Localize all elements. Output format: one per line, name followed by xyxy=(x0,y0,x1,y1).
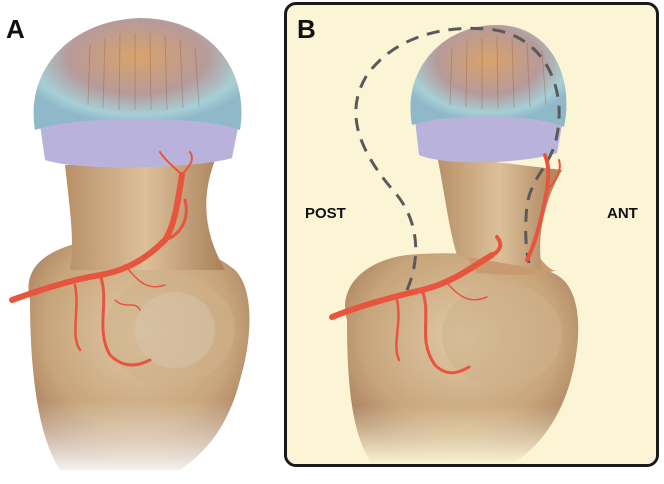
panel-a-letter: A xyxy=(6,14,25,44)
femoral-neck-shape-b xyxy=(437,155,562,270)
physis-band xyxy=(40,115,238,168)
retinacular-vessels-b xyxy=(329,153,561,375)
femoral-neck-shape xyxy=(65,160,225,270)
panel-b: POST ANT xyxy=(284,2,659,467)
original-head-dashed-outline xyxy=(354,26,561,291)
panel-a xyxy=(0,0,290,479)
posterior-label: POST xyxy=(305,205,346,222)
panel-b-illustration xyxy=(287,25,656,464)
panel-b-letter: B xyxy=(297,14,316,44)
anterior-label: ANT xyxy=(607,205,638,222)
physis-band-b xyxy=(415,111,562,163)
cartilage-cap-shape-b xyxy=(410,25,567,127)
retinacular-vessels xyxy=(9,151,193,367)
cartilage-cap-shape xyxy=(33,18,242,130)
panel-a-illustration xyxy=(0,18,290,479)
